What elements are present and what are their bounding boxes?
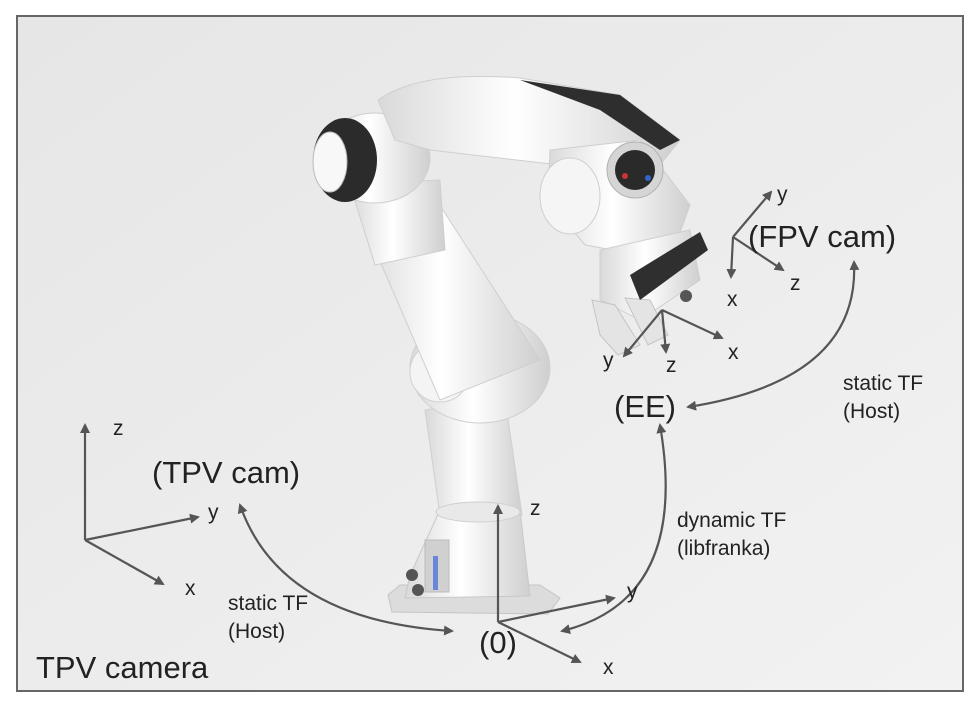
- base-frame-label: (0): [479, 625, 517, 660]
- base-axis-y-label: y: [627, 580, 638, 603]
- base-axis-x-label: x: [603, 656, 614, 679]
- static-tf-tpv-label: static TF (Host): [228, 590, 308, 647]
- static-tf-fpv-line1: static TF: [843, 372, 924, 395]
- tpv-cam-axis-x-label: x: [185, 577, 196, 600]
- static-tf-fpv-line2: (Host): [843, 400, 901, 424]
- static-tf-tpv-line2: (Host): [228, 620, 286, 644]
- ee-frame-label: (EE): [614, 389, 676, 424]
- transform-arrow-base-tpv: [237, 503, 454, 636]
- fpv-cam-axis-z-label: z: [790, 272, 801, 295]
- transform-arrow-ee-fpv: [686, 260, 860, 411]
- fpv-cam-frame-label: (FPV cam): [748, 219, 897, 254]
- tpv-cam-axis-z-label: z: [113, 417, 124, 440]
- static-tf-fpv-label: static TF (Host): [843, 370, 923, 427]
- tpv-camera-caption: TPV camera: [36, 650, 209, 685]
- ee-axis-x-label: x: [728, 341, 739, 364]
- static-tf-tpv-line1: static TF: [228, 592, 309, 615]
- tpv-cam-frame-label: (TPV cam): [152, 455, 301, 490]
- dynamic-tf-line2: (libfranka): [677, 537, 771, 561]
- dynamic-tf-label: dynamic TF (libfranka): [677, 507, 786, 564]
- ee-axis-y-label: y: [603, 349, 614, 372]
- fpv-cam-axis-x-label: x: [727, 288, 738, 311]
- base-axis-z-label: z: [530, 497, 541, 520]
- tpv-cam-frame-axes: [80, 423, 200, 585]
- tpv-cam-axis-y-label: y: [208, 501, 219, 524]
- transform-arrow-base-ee: [560, 423, 667, 634]
- fpv-cam-axis-y-label: y: [777, 183, 788, 206]
- ee-axis-z-label: z: [666, 354, 677, 377]
- dynamic-tf-line1: dynamic TF: [677, 509, 787, 532]
